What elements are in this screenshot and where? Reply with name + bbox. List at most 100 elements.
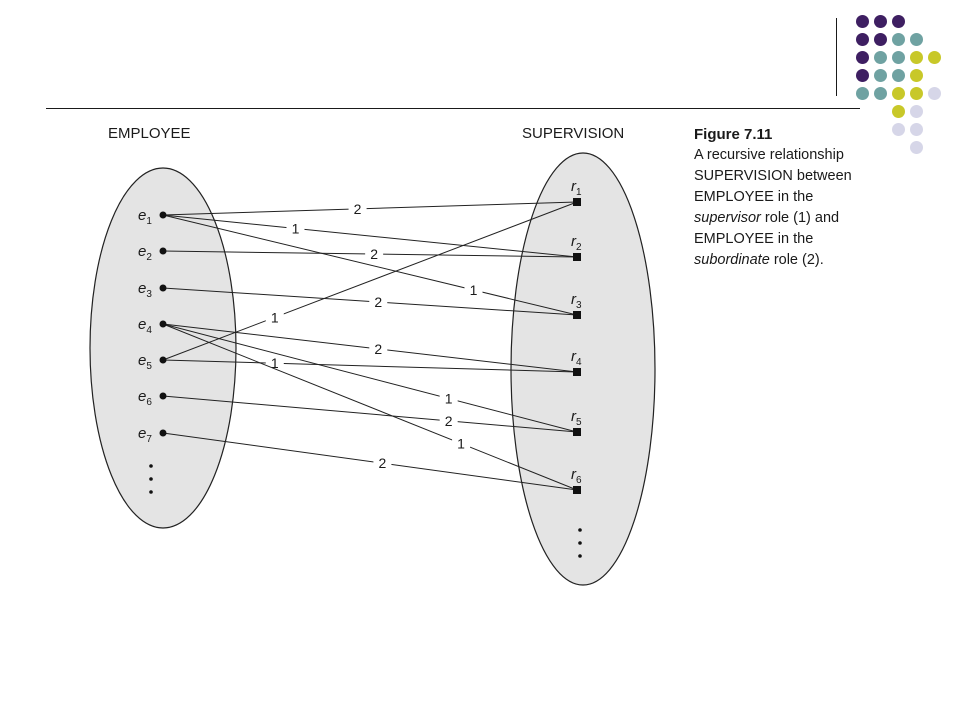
employee-node bbox=[159, 284, 167, 292]
subordinate-link-label-bg bbox=[365, 245, 384, 264]
decorative-dot bbox=[856, 33, 869, 46]
employee-label: e3 bbox=[138, 280, 152, 300]
relationship-label: r2 bbox=[571, 233, 582, 253]
ellipsis-dot bbox=[578, 554, 582, 558]
subordinate-link-label: 2 bbox=[374, 341, 382, 357]
corner-divider bbox=[836, 18, 837, 96]
employee-label: e5 bbox=[138, 352, 152, 372]
supervisor-link-label: 1 bbox=[271, 355, 279, 371]
relationship-label: r3 bbox=[571, 291, 582, 311]
subordinate-link-line bbox=[162, 201, 578, 216]
relationship-node bbox=[573, 253, 581, 261]
employee-node bbox=[159, 356, 167, 364]
caption-line: A recursive relationship bbox=[694, 147, 844, 163]
decorative-dot bbox=[874, 51, 887, 64]
ellipsis-dot bbox=[578, 541, 582, 545]
supervisor-link-line bbox=[162, 214, 578, 258]
decorative-dot bbox=[892, 51, 905, 64]
decorative-dot bbox=[910, 87, 923, 100]
subordinate-link-label: 2 bbox=[354, 201, 362, 217]
decorative-dot bbox=[856, 87, 869, 100]
subordinate-link-label-bg bbox=[373, 454, 392, 473]
decorative-dot bbox=[874, 33, 887, 46]
supervision-set-label: SUPERVISION bbox=[522, 125, 624, 142]
employee-set-label: EMPLOYEE bbox=[108, 125, 191, 142]
employee-node bbox=[159, 320, 167, 328]
caption-line: EMPLOYEE in the bbox=[694, 189, 814, 205]
ellipsis-dot bbox=[149, 490, 153, 494]
decorative-dot bbox=[892, 15, 905, 28]
subordinate-link-label-bg bbox=[369, 339, 388, 358]
subordinate-link-label: 2 bbox=[370, 246, 378, 262]
subordinate-role-term: subordinate bbox=[694, 252, 770, 268]
caption-line: supervisor role (1) and bbox=[694, 210, 840, 226]
employee-node bbox=[159, 247, 167, 255]
decorative-dot bbox=[892, 105, 905, 118]
supervisor-link-line bbox=[162, 323, 578, 491]
employee-label: e1 bbox=[138, 207, 152, 227]
supervisor-link-label-bg bbox=[439, 389, 458, 408]
caption-title: Figure 7.11 bbox=[694, 126, 773, 143]
employee-label: e2 bbox=[138, 243, 152, 263]
slide-divider bbox=[46, 108, 860, 109]
employee-set bbox=[89, 167, 237, 529]
decorative-dot bbox=[892, 69, 905, 82]
supervisor-link-line bbox=[162, 323, 578, 433]
decorative-dot bbox=[928, 51, 941, 64]
decorative-dot bbox=[874, 15, 887, 28]
ellipsis-dot bbox=[578, 528, 582, 532]
supervisor-link-label-bg bbox=[265, 354, 284, 373]
supervisor-link-label-bg bbox=[286, 219, 305, 238]
supervision-set bbox=[510, 152, 656, 586]
subordinate-link-line bbox=[162, 432, 578, 491]
supervisor-link-label: 1 bbox=[445, 391, 453, 407]
decorative-dot bbox=[910, 141, 923, 154]
decorative-dot bbox=[910, 123, 923, 136]
decorative-dot bbox=[856, 15, 869, 28]
relationship-label: r4 bbox=[571, 348, 582, 368]
decorative-dot bbox=[892, 33, 905, 46]
supervisor-link-label-bg bbox=[265, 308, 284, 327]
subordinate-link-line bbox=[162, 395, 578, 433]
decorative-dot bbox=[910, 105, 923, 118]
supervisor-link-label-bg bbox=[452, 434, 471, 453]
employee-node bbox=[159, 211, 167, 219]
subordinate-link-label-bg bbox=[439, 411, 458, 430]
subordinate-link-label-bg bbox=[369, 293, 388, 312]
decorative-dot bbox=[910, 51, 923, 64]
ellipsis-dot bbox=[149, 464, 153, 468]
caption-line: EMPLOYEE in the bbox=[694, 231, 814, 247]
relationship-node bbox=[573, 486, 581, 494]
supervisor-role-term: supervisor bbox=[694, 210, 761, 226]
decorative-dot bbox=[874, 69, 887, 82]
subordinate-link-label: 2 bbox=[379, 455, 387, 471]
decorative-dot bbox=[910, 69, 923, 82]
decorative-dot bbox=[892, 123, 905, 136]
relationship-node bbox=[573, 311, 581, 319]
decorative-dot bbox=[874, 87, 887, 100]
employee-label: e6 bbox=[138, 388, 152, 408]
employee-label: e7 bbox=[138, 425, 152, 445]
supervisor-link-label: 1 bbox=[292, 220, 300, 236]
supervisor-link-label-bg bbox=[464, 281, 483, 299]
ellipsis-dot bbox=[149, 477, 153, 481]
relationship-label: r1 bbox=[571, 178, 582, 198]
decorative-dot bbox=[910, 33, 923, 46]
figure-caption: Figure 7.11 A recursive relationship SUP… bbox=[694, 124, 894, 271]
decorative-dot bbox=[928, 87, 941, 100]
decorative-dot bbox=[856, 69, 869, 82]
relationship-node bbox=[573, 428, 581, 436]
supervisor-link-line bbox=[162, 359, 578, 373]
supervisor-link-line bbox=[162, 201, 578, 361]
supervisor-link-line bbox=[162, 214, 578, 316]
supervisor-link-label: 1 bbox=[271, 309, 279, 325]
relationship-label: r5 bbox=[571, 408, 582, 428]
subordinate-link-label-bg bbox=[348, 199, 367, 218]
relationship-label: r6 bbox=[571, 466, 582, 486]
supervisor-link-label: 1 bbox=[470, 282, 478, 298]
relationship-node bbox=[573, 368, 581, 376]
subordinate-link-label: 2 bbox=[374, 294, 382, 310]
employee-node bbox=[159, 429, 167, 437]
caption-line: SUPERVISION between bbox=[694, 168, 852, 184]
